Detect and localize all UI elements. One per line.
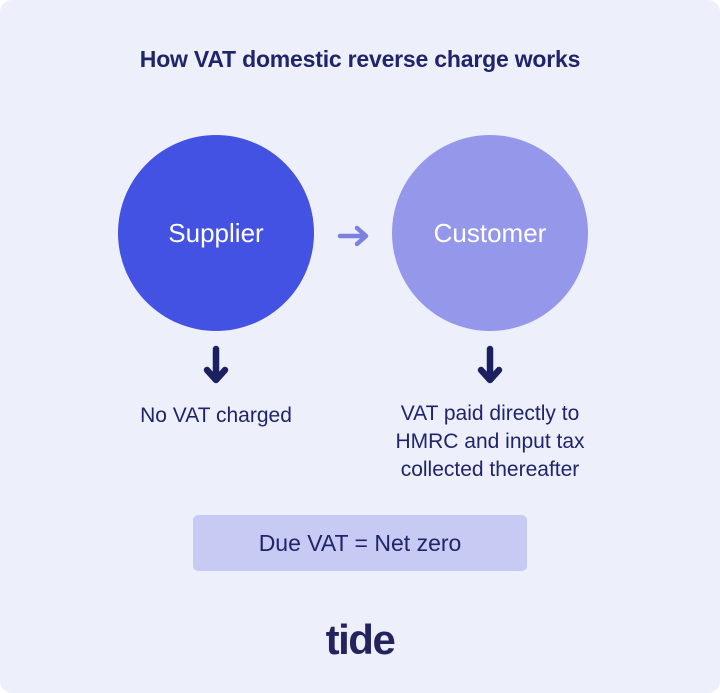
tide-logo: tide xyxy=(325,616,396,663)
customer-caption-line: VAT paid directly to xyxy=(400,402,580,425)
down-arrow-icon xyxy=(477,345,503,384)
customer-caption-line: collected thereafter xyxy=(400,458,580,481)
supplier-node-label: Supplier xyxy=(168,217,264,248)
result-box-label: Due VAT = Net zero xyxy=(258,529,462,556)
right-arrow-icon xyxy=(337,225,369,247)
page-title: How VAT domestic reverse charge works xyxy=(139,46,581,72)
customer-caption: VAT paid directly to HMRC and input tax … xyxy=(345,400,635,484)
customer-node: Customer xyxy=(392,135,588,331)
customer-node-label: Customer xyxy=(433,217,547,248)
customer-caption-line: HMRC and input tax xyxy=(395,430,585,453)
supplier-node: Supplier xyxy=(118,135,314,331)
supplier-caption: No VAT charged xyxy=(140,404,292,427)
result-box: Due VAT = Net zero xyxy=(193,515,527,571)
down-arrow-icon xyxy=(203,345,229,384)
